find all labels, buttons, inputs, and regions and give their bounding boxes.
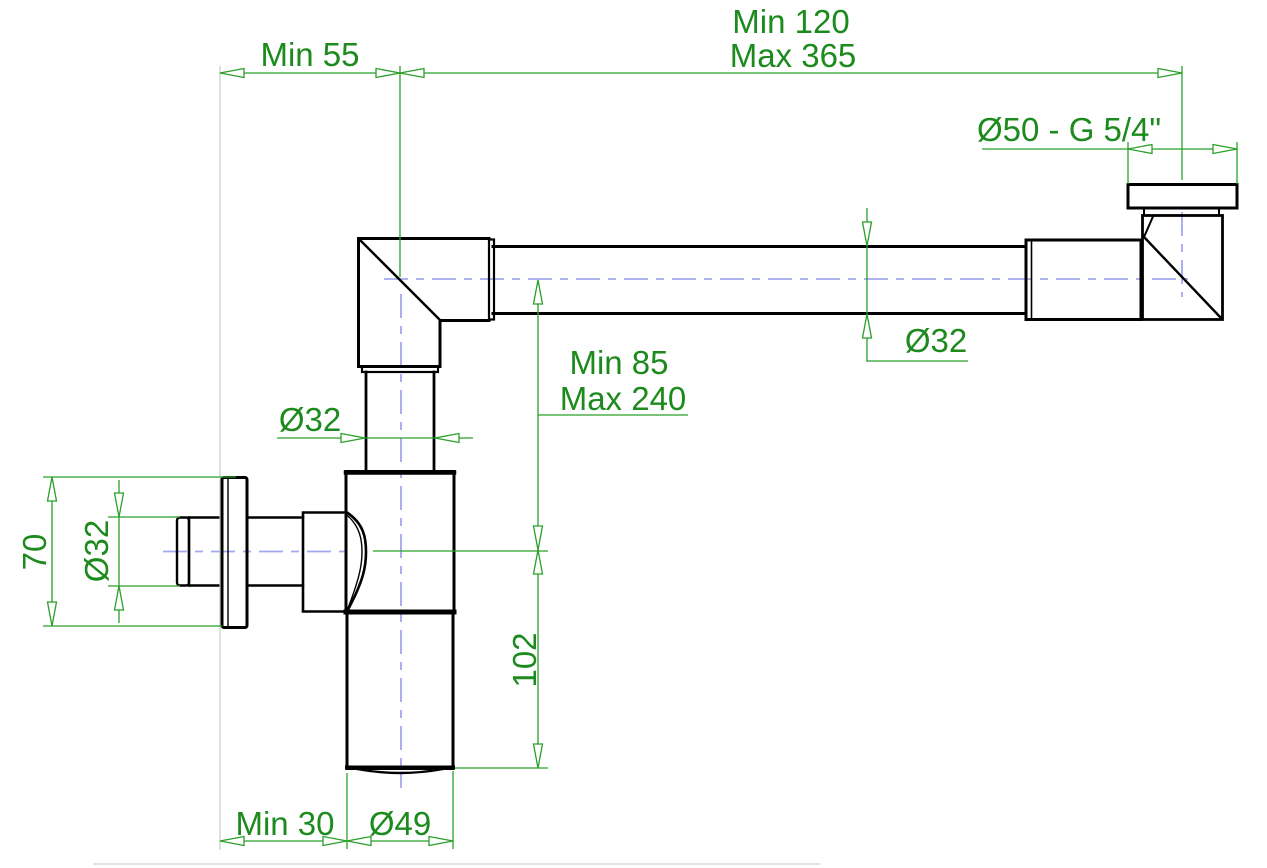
label-vertical-extension-min: Min 85 <box>569 344 668 381</box>
riser-pipe <box>364 370 436 472</box>
label-bottom-wall-offset: Min 30 <box>235 805 334 842</box>
dimension-labels: Min 55 Min 120 Max 365 Ø50 - G 5/4" Ø32 … <box>16 3 1161 842</box>
label-wall-flange-height: 70 <box>16 534 53 571</box>
outlet-flange <box>1126 183 1239 210</box>
label-vertical-extension-max: Max 240 <box>560 380 687 417</box>
label-outlet-thread: Ø50 - G 5/4" <box>977 111 1161 148</box>
outlet-elbow-fitting <box>1024 183 1239 321</box>
label-horizontal-extension-min: Min 120 <box>732 3 849 40</box>
label-inlet-stub-diameter: Ø32 <box>78 520 115 582</box>
dimension-lines <box>43 66 1238 850</box>
label-riser-diameter: Ø32 <box>279 401 341 438</box>
part-outlines <box>175 183 1239 775</box>
part-interiors <box>177 184 1237 769</box>
trap-body <box>343 470 457 775</box>
label-horizontal-extension-max: Max 365 <box>730 37 857 74</box>
centerlines <box>163 212 1188 788</box>
label-body-height: 102 <box>506 632 543 687</box>
left-elbow <box>357 237 496 374</box>
label-wall-offset: Min 55 <box>260 36 359 73</box>
label-body-diameter: Ø49 <box>369 805 431 842</box>
horizontal-pipe <box>491 245 1028 315</box>
label-pipe-diameter: Ø32 <box>905 322 967 359</box>
compression-nut <box>301 511 368 613</box>
dimension-arrows <box>46 67 1238 847</box>
